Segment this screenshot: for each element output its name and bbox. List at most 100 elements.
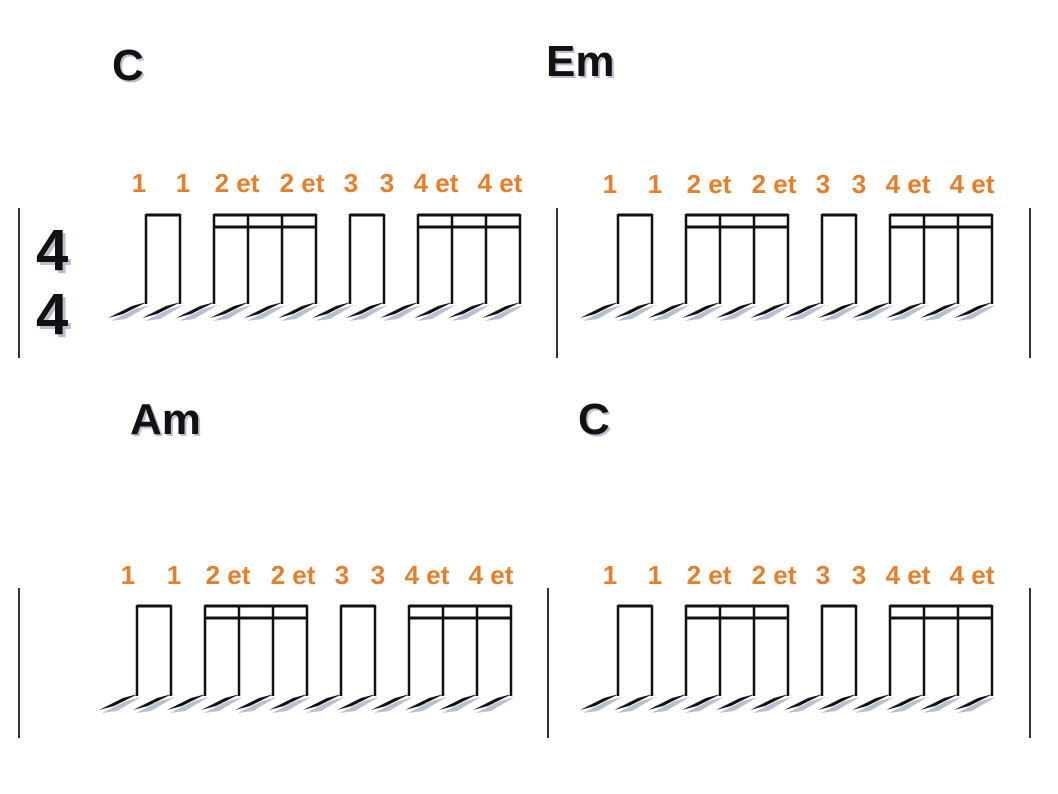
chord-label-4: C <box>578 395 610 444</box>
notehead <box>133 694 172 710</box>
notehead <box>716 302 755 318</box>
notehead-shadow <box>957 697 996 713</box>
notehead-shadow <box>617 305 656 321</box>
notehead <box>439 694 478 710</box>
notehead-shadow <box>408 697 447 713</box>
notehead-shadow <box>821 697 860 713</box>
count-label: 1 <box>602 560 618 590</box>
chord-label-3: Am <box>130 395 201 444</box>
notehead <box>312 302 351 318</box>
notehead <box>244 302 283 318</box>
notehead <box>648 302 687 318</box>
notehead-shadow <box>753 305 792 321</box>
count-label: 2 et <box>686 560 732 590</box>
barline-row2-end <box>1029 588 1031 738</box>
notehead-shadow <box>442 697 481 713</box>
notehead <box>716 694 755 710</box>
notehead <box>920 694 959 710</box>
notehead <box>380 302 419 318</box>
notehead <box>414 302 453 318</box>
notehead-shadow <box>719 305 758 321</box>
count-label: 4 et <box>468 560 514 590</box>
time-signature-top: 4 <box>36 218 69 283</box>
notehead-shadow <box>281 305 320 321</box>
notehead <box>108 302 147 318</box>
notehead <box>303 694 342 710</box>
notehead <box>482 302 521 318</box>
count-label: 3 <box>343 168 359 198</box>
count-label: 3 <box>370 560 386 590</box>
notehead-shadow <box>272 697 311 713</box>
notehead <box>405 694 444 710</box>
notehead-shadow <box>583 697 622 713</box>
count-label: 4 et <box>885 560 931 590</box>
notehead <box>682 694 721 710</box>
notehead-shadow <box>889 697 928 713</box>
count-label: 3 <box>815 560 831 590</box>
count-label: 3 <box>379 168 395 198</box>
barline-row1-end <box>1029 208 1031 358</box>
notehead <box>852 302 891 318</box>
notehead-shadow <box>957 305 996 321</box>
time-signature-bottom: 4 <box>36 282 69 347</box>
count-label: 1 <box>131 168 147 198</box>
notehead <box>278 302 317 318</box>
count-label: 1 <box>175 168 191 198</box>
notehead-shadow <box>685 305 724 321</box>
notehead <box>176 302 215 318</box>
notehead-shadow <box>787 697 826 713</box>
notehead-shadow <box>417 305 456 321</box>
count-label: 2 et <box>686 169 732 199</box>
count-label: 2 et <box>270 560 316 590</box>
notehead <box>920 302 959 318</box>
count-label: 4 et <box>413 168 459 198</box>
notehead-shadow <box>753 697 792 713</box>
notehead-shadow <box>821 305 860 321</box>
notehead <box>99 694 138 710</box>
notehead <box>337 694 376 710</box>
notehead-shadow <box>651 697 690 713</box>
notehead-shadow <box>855 697 894 713</box>
notehead-shadow <box>179 305 218 321</box>
notehead <box>818 302 857 318</box>
notehead-shadow <box>136 697 175 713</box>
notehead <box>448 302 487 318</box>
notehead-shadow <box>213 305 252 321</box>
notehead-shadow <box>170 697 209 713</box>
notehead-shadow <box>923 305 962 321</box>
count-label: 4 et <box>885 169 931 199</box>
notehead-shadow <box>111 305 150 321</box>
count-label: 2 et <box>751 169 797 199</box>
notehead <box>580 694 619 710</box>
notehead-shadow <box>315 305 354 321</box>
barline-row1-start <box>18 208 20 358</box>
notehead-shadow <box>374 697 413 713</box>
barline-row2-middle <box>547 588 549 738</box>
notehead <box>886 302 925 318</box>
notehead-shadow <box>719 697 758 713</box>
notehead <box>346 302 385 318</box>
count-label: 1 <box>647 169 663 199</box>
notehead-shadow <box>102 697 141 713</box>
notehead-shadow <box>476 697 515 713</box>
count-label: 4 et <box>477 168 523 198</box>
notehead-shadow <box>145 305 184 321</box>
barline-row2-start <box>18 588 20 738</box>
chord-label-2: Em <box>546 37 615 86</box>
notehead <box>235 694 274 710</box>
notehead-shadow <box>617 697 656 713</box>
notehead <box>954 302 993 318</box>
notehead <box>614 302 653 318</box>
count-label: 1 <box>602 169 618 199</box>
notehead <box>750 302 789 318</box>
notehead <box>167 694 206 710</box>
notehead-shadow <box>651 305 690 321</box>
notehead <box>142 302 181 318</box>
count-label: 2 et <box>751 560 797 590</box>
